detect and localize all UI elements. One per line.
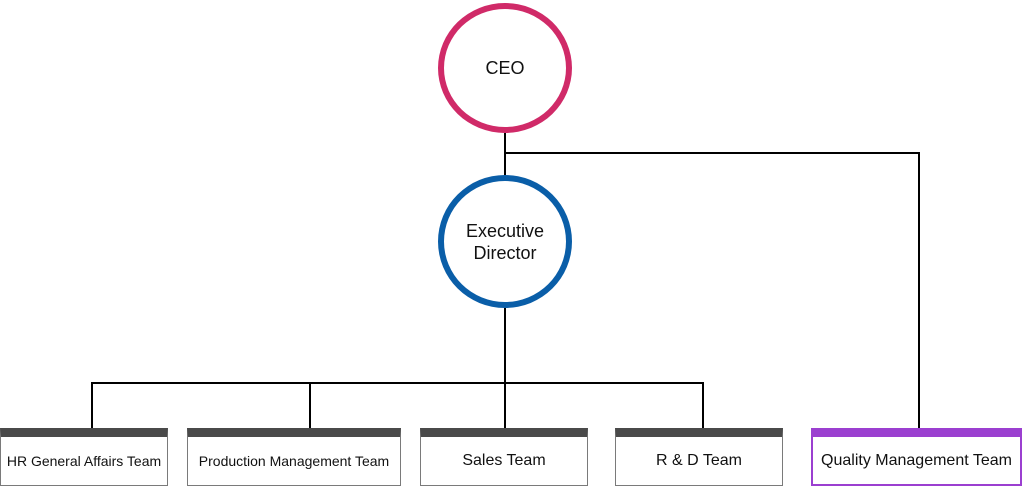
ceo-label: CEO xyxy=(485,58,525,78)
production-management-team-label: Production Management Team xyxy=(198,453,390,469)
hr-general-affairs-team-box: HR General Affairs Team xyxy=(0,428,168,486)
rd-team-label: R & D Team xyxy=(656,452,742,469)
sales-team-box: Sales Team xyxy=(420,428,588,486)
rd-team-box: R & D Team xyxy=(615,428,783,486)
quality-management-team-label: Quality Management Team xyxy=(821,451,1012,469)
connector-ceo-to-quality xyxy=(505,152,920,428)
sales-team-label: Sales Team xyxy=(462,452,546,469)
hr-general-affairs-team-label: HR General Affairs Team xyxy=(6,453,162,469)
executive-director-node: Executive Director xyxy=(438,175,572,308)
production-management-team-box: Production Management Team xyxy=(187,428,401,486)
ceo-node: CEO xyxy=(438,3,572,133)
executive-director-label: Executive Director xyxy=(465,220,545,263)
quality-management-team-box: Quality Management Team xyxy=(811,428,1022,486)
